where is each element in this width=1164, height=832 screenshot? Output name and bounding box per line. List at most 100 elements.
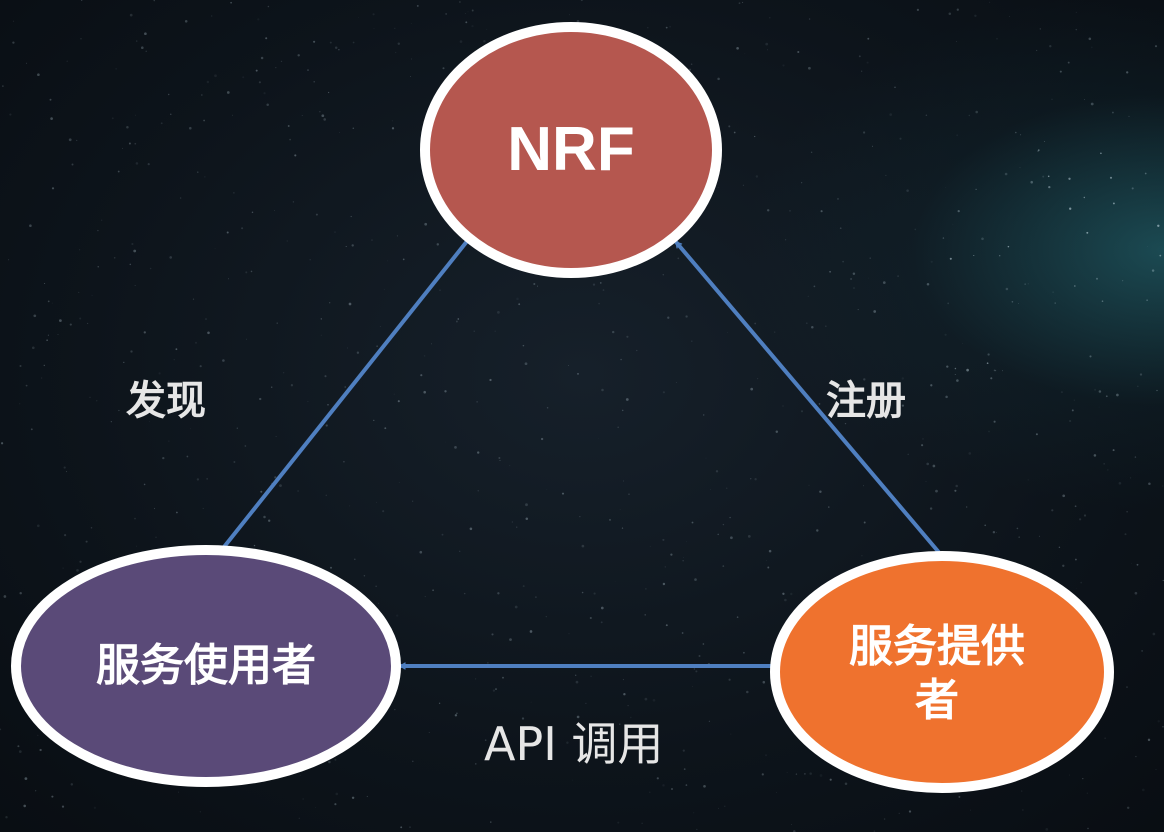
star-dot: [222, 359, 225, 362]
star-dot: [579, 516, 581, 518]
star-dot: [416, 4, 419, 7]
star-dot: [929, 507, 933, 510]
star-dot: [476, 401, 478, 403]
star-dot: [894, 86, 896, 89]
star-dot: [744, 53, 746, 54]
star-dot: [882, 281, 886, 284]
star-dot: [944, 333, 947, 336]
star-dot: [694, 578, 697, 581]
star-dot: [728, 678, 731, 681]
star-dot: [1080, 581, 1082, 584]
star-dot: [495, 688, 497, 691]
star-dot: [627, 705, 629, 707]
star-dot: [465, 21, 468, 24]
provider-node: [770, 551, 1114, 793]
star-dot: [328, 760, 331, 764]
star-dot: [456, 712, 458, 715]
star-dot: [784, 598, 787, 602]
star-dot: [795, 773, 798, 775]
star-dot: [438, 702, 441, 704]
star-dot: [932, 464, 936, 468]
star-dot: [35, 790, 37, 792]
star-dot: [275, 436, 277, 437]
star-dot: [490, 821, 492, 823]
star-dot: [662, 274, 664, 276]
star-dot: [76, 204, 77, 206]
star-dot: [1074, 505, 1077, 508]
star-dot: [343, 460, 345, 463]
star-dot: [327, 91, 330, 94]
star-dot: [459, 1, 461, 3]
star-dot: [973, 254, 975, 257]
star-dot: [147, 163, 150, 166]
star-dot: [958, 795, 961, 798]
star-dot: [717, 186, 719, 188]
star-dot: [97, 266, 99, 268]
star-dot: [230, 1, 232, 4]
star-dot: [1159, 254, 1162, 257]
star-dot: [309, 258, 311, 261]
star-dot: [378, 602, 380, 604]
star-dot: [662, 391, 665, 394]
star-dot: [525, 517, 529, 521]
star-dot: [901, 404, 905, 407]
star-dot: [844, 782, 848, 786]
star-dot: [992, 530, 996, 534]
star-dot: [530, 701, 532, 703]
star-dot: [1157, 720, 1160, 723]
star-dot: [41, 377, 43, 379]
star-dot: [782, 592, 785, 595]
star-dot: [1162, 726, 1164, 728]
star-dot: [996, 531, 998, 533]
star-dot: [236, 427, 238, 429]
star-dot: [942, 237, 945, 239]
star-dot: [351, 796, 355, 800]
star-dot: [253, 544, 256, 547]
star-dot: [698, 655, 701, 657]
star-dot: [948, 12, 952, 15]
star-dot: [766, 49, 768, 51]
star-dot: [765, 560, 767, 562]
star-dot: [410, 23, 412, 24]
star-dot: [1101, 300, 1104, 302]
star-dot: [290, 384, 294, 387]
star-dot: [307, 400, 309, 403]
star-dot: [703, 784, 706, 788]
star-dot: [575, 680, 579, 684]
star-dot: [914, 228, 917, 231]
star-dot: [683, 768, 686, 770]
star-dot: [391, 120, 394, 122]
star-dot: [59, 319, 62, 322]
star-dot: [599, 282, 602, 284]
star-dot: [19, 365, 22, 367]
star-dot: [813, 285, 816, 288]
star-dot: [241, 227, 244, 230]
star-dot: [445, 13, 447, 15]
star-dot: [901, 377, 905, 380]
star-dot: [270, 386, 273, 388]
star-dot: [89, 396, 91, 398]
star-dot: [755, 175, 759, 178]
star-dot: [335, 792, 339, 796]
star-dot: [945, 187, 946, 188]
star-dot: [469, 527, 473, 531]
star-dot: [1058, 546, 1061, 548]
star-dot: [736, 616, 739, 618]
star-dot: [641, 822, 643, 824]
register-label: 注册: [826, 378, 906, 424]
star-dot: [885, 174, 887, 176]
star-dot: [625, 398, 629, 401]
star-dot: [1134, 456, 1137, 458]
star-dot: [626, 335, 629, 338]
star-dot: [619, 509, 621, 511]
star-dot: [1052, 291, 1054, 293]
star-dot: [1051, 509, 1054, 512]
star-dot: [782, 64, 785, 67]
star-dot: [313, 80, 315, 83]
star-dot: [664, 566, 666, 568]
star-dot: [167, 93, 170, 96]
star-dot: [1037, 150, 1040, 153]
star-dot: [807, 295, 809, 298]
star-dot: [738, 2, 741, 5]
star-dot: [1111, 111, 1114, 114]
